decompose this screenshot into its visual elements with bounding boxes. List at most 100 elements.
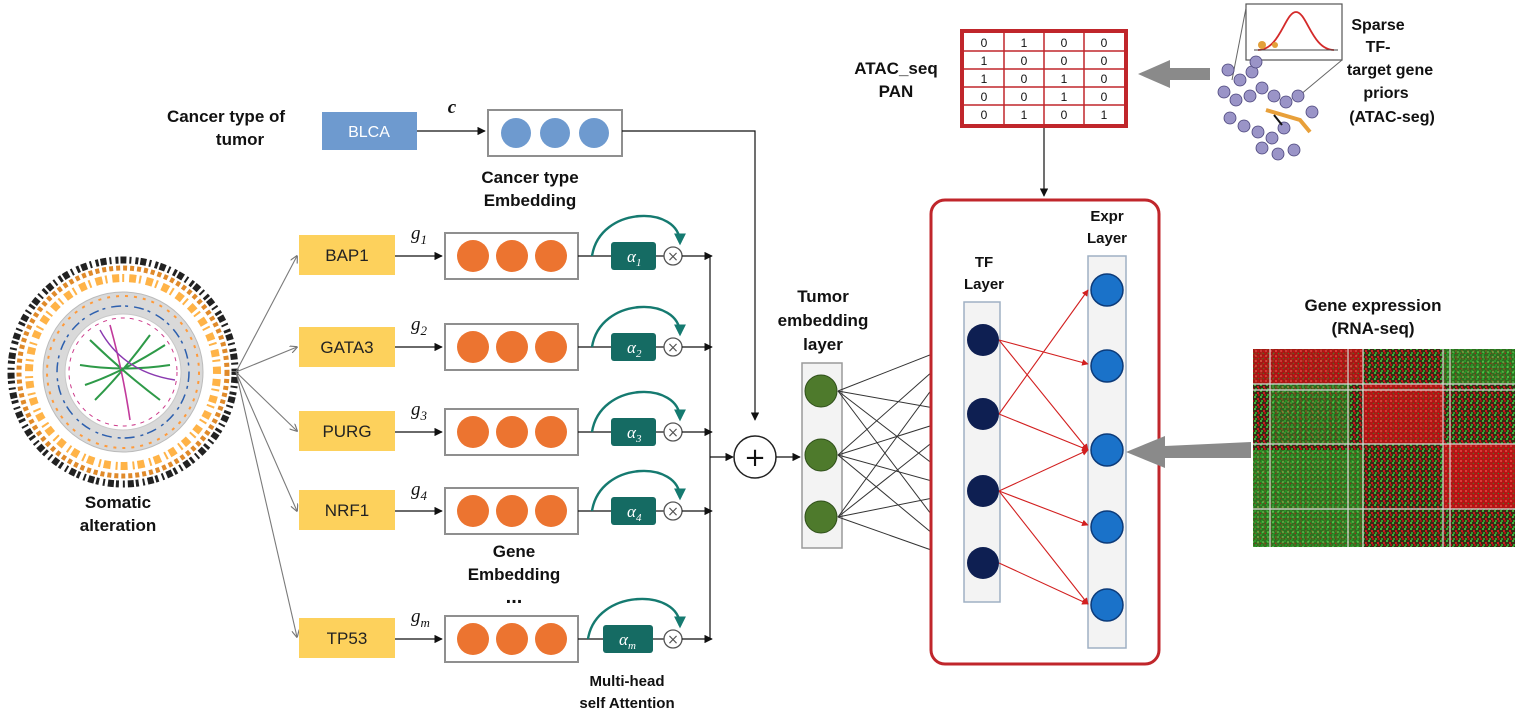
atac-matrix: 0 1 0 0 1 0 0 0 1 0 1 0 0 0 1 0 0 1 0 1 <box>960 29 1128 128</box>
expr-node <box>1090 510 1124 544</box>
sum-plus-symbol: + <box>744 443 766 473</box>
gene-name: GATA3 <box>320 338 373 357</box>
attention-weight-box <box>611 418 656 446</box>
gene-name: BAP1 <box>325 246 368 265</box>
multiply-symbol: × <box>667 632 679 648</box>
tf-to-expr-connections <box>998 289 1089 605</box>
gene-box <box>299 490 395 530</box>
gene-embedding-label-line2: Embedding <box>468 565 561 584</box>
attention-curve-arrow <box>590 390 686 433</box>
expr-layer-label-line1: Expr <box>1090 208 1124 225</box>
gene-embedding-node <box>457 495 489 527</box>
expr-layer-label-line2: Layer <box>1087 230 1127 247</box>
atac-cell: 1 <box>981 72 988 86</box>
priors-label-line3: target gene <box>1347 62 1433 79</box>
gene-embedding-node <box>496 623 528 655</box>
attention-weight-label: α2 <box>627 338 642 360</box>
gene-embedding-node <box>457 240 489 272</box>
tf-node <box>967 475 999 507</box>
expr-node <box>1090 433 1124 467</box>
gene-name: NRF1 <box>325 501 369 520</box>
somatic-label-line2: alteration <box>80 516 157 535</box>
expression-to-network-arrow <box>1126 436 1251 468</box>
tumor-label-line1: Tumor <box>797 287 849 306</box>
gene-embedding-node <box>496 416 528 448</box>
cancer-type-code: BLCA <box>348 124 390 141</box>
multiply-symbol: × <box>667 340 679 356</box>
atac-cell: 0 <box>1101 36 1108 50</box>
attention-curve-arrow <box>586 597 686 640</box>
cancer-to-plus-arrow <box>622 130 760 421</box>
tumor-node <box>804 500 838 534</box>
expression-heatmap-image <box>1253 349 1515 547</box>
gene-embedding-node <box>535 240 567 272</box>
tf-node <box>967 324 999 356</box>
atac-cell: 1 <box>1021 108 1028 122</box>
gene-symbol-g: gm <box>411 606 430 630</box>
gene-symbol-g: g2 <box>411 314 428 338</box>
atac-label-line2: PAN <box>879 82 914 101</box>
gene-box <box>299 327 395 367</box>
atac-cell: 1 <box>1061 90 1068 104</box>
multiply-symbol: × <box>667 425 679 441</box>
atac-cell: 0 <box>1021 90 1028 104</box>
attention-curve-arrow <box>590 214 686 257</box>
gene-embedding-node <box>535 495 567 527</box>
expression-label-line1: Gene expression <box>1304 296 1441 315</box>
atac-cell: 0 <box>1101 54 1108 68</box>
gene-embedding-node <box>496 495 528 527</box>
gene-box <box>299 235 395 275</box>
atac-cell: 0 <box>1021 54 1028 68</box>
circos-plot-image <box>7 256 239 488</box>
gene-embedding-node <box>457 416 489 448</box>
gene-embedding-node <box>457 331 489 363</box>
atac-cell: 0 <box>1101 72 1108 86</box>
gene-row-tp53: TP53 gm αm × <box>299 597 713 663</box>
expr-node <box>1090 588 1124 622</box>
gene-embedding-node <box>535 416 567 448</box>
expr-node <box>1090 349 1124 383</box>
priors-label-line2: TF- <box>1366 39 1391 56</box>
gene-symbol-g: g4 <box>411 479 428 503</box>
priors-label-line1: Sparse <box>1351 17 1404 34</box>
attention-weight-box <box>603 625 653 653</box>
atac-cell: 0 <box>1061 54 1068 68</box>
gene-embedding-node <box>457 623 489 655</box>
attention-weight-box <box>611 333 656 361</box>
multiply-symbol: × <box>667 504 679 520</box>
gene-embedding-node <box>496 331 528 363</box>
multiply-symbol: × <box>667 249 679 265</box>
cancer-embedding-label-line2: Embedding <box>484 191 577 210</box>
atac-cell: 0 <box>1061 36 1068 50</box>
tf-layer-label-line1: TF <box>975 254 993 271</box>
tf-node <box>967 398 999 430</box>
somatic-label-line1: Somatic <box>85 493 151 512</box>
atac-cell: 0 <box>981 90 988 104</box>
atac-label-line1: ATAC_seq <box>854 59 937 78</box>
tumor-label-line3: layer <box>803 335 843 354</box>
atac-cell: 0 <box>981 108 988 122</box>
tumor-node <box>804 374 838 408</box>
tumor-node <box>804 438 838 472</box>
gene-name: PURG <box>322 422 371 441</box>
atac-cell: 1 <box>1021 36 1028 50</box>
attention-weight-label: α4 <box>627 502 642 524</box>
gene-symbol-g: g1 <box>411 223 427 247</box>
atac-cell: 0 <box>1101 90 1108 104</box>
gene-embedding-label-line1: Gene <box>493 542 536 561</box>
gene-box <box>299 411 395 451</box>
gene-row-nrf1: NRF1 g4 α4 × <box>299 469 713 535</box>
expression-label-line2: (RNA-seq) <box>1331 319 1414 338</box>
gene-box <box>299 618 395 658</box>
attention-label-line2: self Attention <box>579 695 674 712</box>
attention-weight-box <box>611 497 656 525</box>
cancer-type-box <box>322 112 417 150</box>
gene-symbol-g: g3 <box>411 399 428 423</box>
attention-weight-label: α3 <box>627 423 642 445</box>
priors-to-atac-arrow <box>1138 60 1210 88</box>
gene-embedding-node <box>535 623 567 655</box>
tf-node <box>967 547 999 579</box>
cancer-type-label-line1: Cancer type of <box>167 107 285 126</box>
gene-embedding-node <box>496 240 528 272</box>
attention-label-line1: Multi-head <box>590 673 665 690</box>
